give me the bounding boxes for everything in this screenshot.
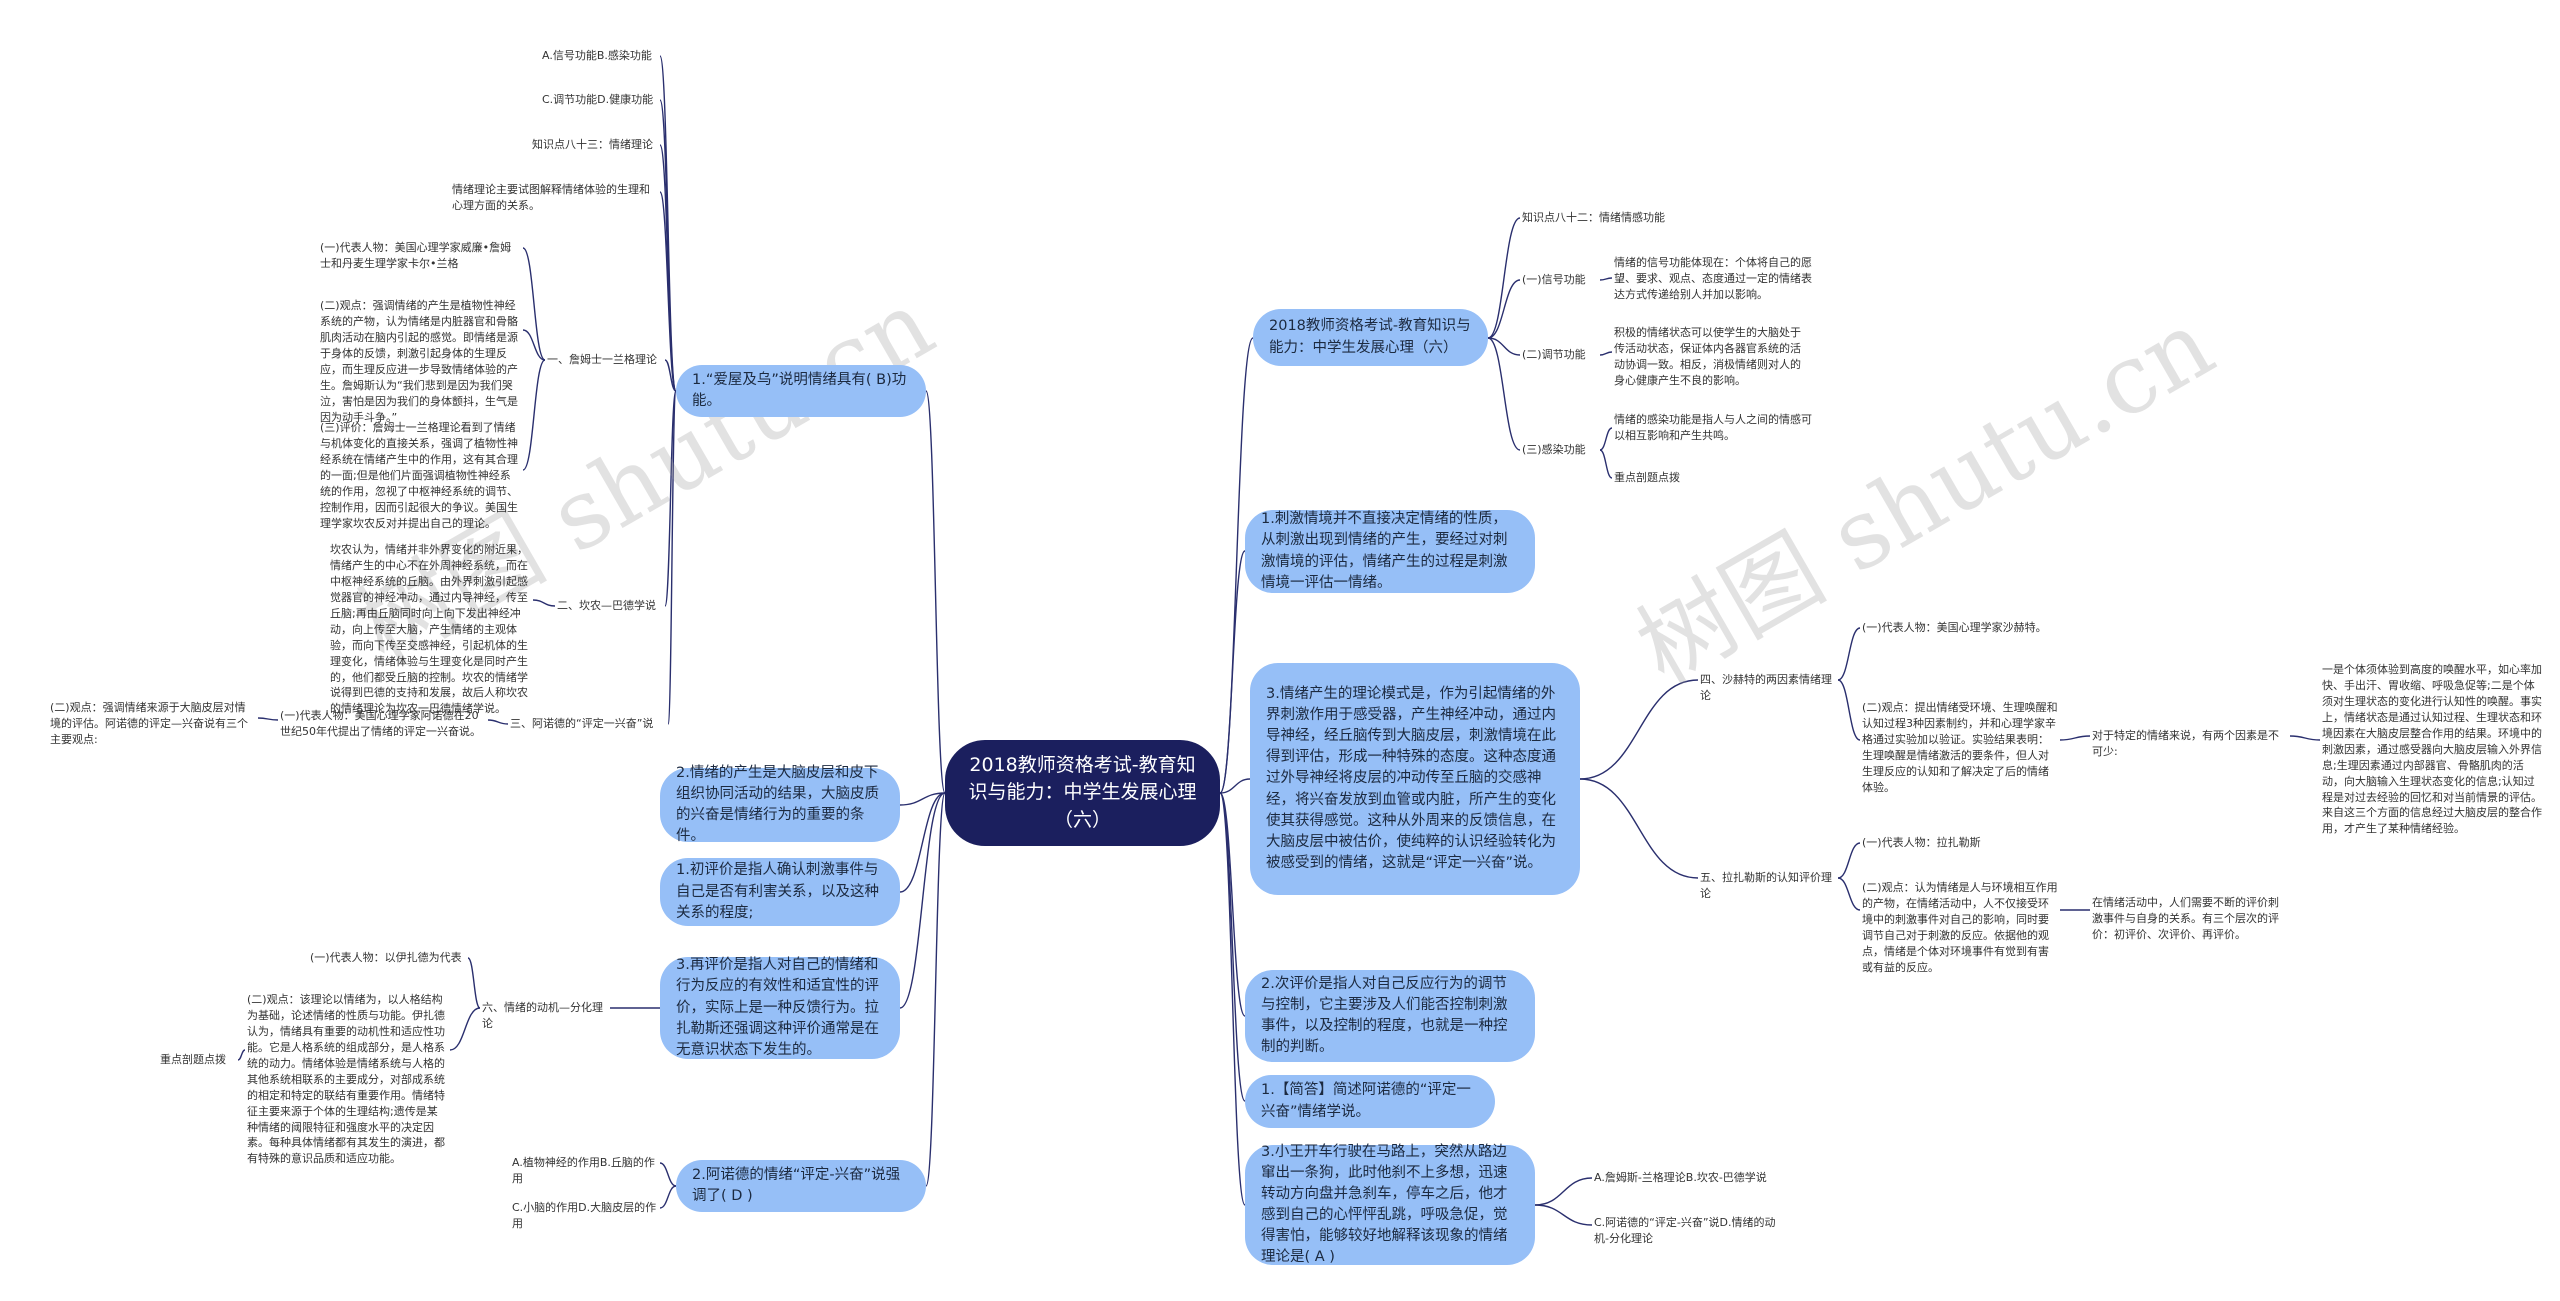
connector-line bbox=[659, 1162, 677, 1187]
connector-line bbox=[659, 99, 677, 392]
leaf-james-lange[interactable]: 一、詹姆士一兰格理论 bbox=[547, 353, 657, 366]
connector-line bbox=[899, 792, 946, 806]
connector-line bbox=[664, 359, 677, 392]
central-topic[interactable]: 2018教师资格考试-教育知识与能力：中学生发展心理（六） bbox=[945, 740, 1220, 846]
leaf-lazarus-theory[interactable]: 五、拉扎勒斯的认知评价理论 bbox=[1700, 871, 1832, 900]
leaf-option-ab-right[interactable]: A.詹姆斯-兰格理论B.坎农-巴德学说 bbox=[1594, 1171, 1767, 1184]
connector-line bbox=[1837, 679, 1861, 741]
leaf-signal-desc[interactable]: 情绪的信号功能体现在：个体将自己的愿望、要求、观点、态度通过一定的情绪表达方式传… bbox=[1614, 256, 1812, 301]
connector-line bbox=[2289, 735, 2321, 741]
connector-line bbox=[1837, 877, 1861, 911]
leaf-schachter-view[interactable]: (二)观点：提出情绪受环境、生理唤醒和认知过程3种因素制约，并和心理学家辛格通过… bbox=[1862, 701, 2058, 794]
topic-question-aiwujiwu[interactable]: 1.“爱屋及乌”说明情绪具有( B)功能。 bbox=[676, 365, 926, 417]
connector-line bbox=[1837, 627, 1861, 681]
leaf-james-lange-view[interactable]: (二)观点：强调情绪的产生是植物性神经系统的产物，认为情绪是内脏器官和骨骼肌肉活… bbox=[320, 299, 518, 424]
leaf-cannon-bard[interactable]: 二、坎农—巴德学说 bbox=[557, 599, 656, 612]
connector-line bbox=[1487, 337, 1521, 451]
connector-line bbox=[2059, 735, 2091, 741]
leaf-izard-view[interactable]: (二)观点：该理论以情绪为，以人格结构为基础，论述情绪的性质与功能。伊扎德认为，… bbox=[247, 993, 445, 1166]
connector-line bbox=[522, 247, 546, 361]
leaf-two-factors-desc[interactable]: 一是个体须体验到高度的唤醒水平，如心率加快、手出汗、胃收缩、呼吸急促等;二是个体… bbox=[2322, 663, 2542, 836]
connector-line bbox=[899, 792, 946, 1009]
leaf-knowledge-83[interactable]: 知识点八十三：情绪理论 bbox=[532, 138, 653, 151]
connector-line bbox=[522, 329, 546, 361]
topic-stimulus-appraisal[interactable]: 1.刺激情境并不直接决定情绪的性质，从刺激出现到情绪的产生，要经过对刺激情境的评… bbox=[1245, 510, 1535, 593]
leaf-theory-intro[interactable]: 情绪理论主要试图解释情绪体验的生理和心理方面的关系。 bbox=[452, 183, 650, 212]
leaf-cannon-bard-desc[interactable]: 坎农认为，情绪并非外界变化的附近果，情绪产生的中心不在外周神经系统，而在中枢神经… bbox=[330, 543, 528, 716]
connector-line bbox=[449, 1007, 481, 1051]
connector-line bbox=[925, 792, 946, 1187]
connector-line bbox=[1219, 792, 1246, 1102]
topic-secondary-appraisal[interactable]: 2.次评价是指人对自己反应行为的调节与控制，它主要涉及人们能否控制刺激事件，以及… bbox=[1245, 970, 1535, 1062]
leaf-option-cd-left[interactable]: C.调节功能D.健康功能 bbox=[542, 93, 654, 106]
topic-emotion-model[interactable]: 3.情绪产生的理论模式是，作为引起情绪的外界刺激作用于感受器，产生神经冲动，通过… bbox=[1250, 663, 1580, 895]
connector-line bbox=[1599, 427, 1613, 451]
connector-line bbox=[1534, 1177, 1593, 1206]
topic-question-arnold[interactable]: 2.阿诺德的情绪“评定-兴奋”说强调了( D ) bbox=[676, 1160, 926, 1212]
topic-cortex-subcortex[interactable]: 2.情绪的产生是大脑皮层和皮下组织协同活动的结果，大脑皮质的兴奋是情绪行为的重要… bbox=[660, 765, 900, 844]
topic-reappraisal[interactable]: 3.再评价是指人对自己的情绪和行为反应的有效性和适宜性的评价，实际上是一种反馈行… bbox=[660, 957, 900, 1059]
leaf-two-factors[interactable]: 对于特定的情绪来说，有两个因素是不可少: bbox=[2092, 729, 2279, 758]
leaf-schachter-theory[interactable]: 四、沙赫特的两因素情绪理论 bbox=[1700, 673, 1832, 702]
leaf-schachter-rep[interactable]: (一)代表人物：美国心理学家沙赫特。 bbox=[1862, 621, 2047, 634]
leaf-regulate-function[interactable]: (二)调节功能 bbox=[1522, 348, 1586, 361]
connector-line bbox=[899, 792, 946, 893]
leaf-regulate-desc[interactable]: 积极的情绪状态可以使学生的大脑处于传活动状态，保证体内各器官系统的活动协调一致。… bbox=[1614, 326, 1801, 387]
leaf-key-tips-right[interactable]: 重点剖题点拨 bbox=[1614, 471, 1680, 484]
connector-line bbox=[1219, 778, 1251, 794]
connector-line bbox=[1487, 337, 1521, 356]
leaf-james-lange-rep[interactable]: (一)代表人物：美国心理学家威廉•詹姆士和丹麦生理学家卡尔•兰格 bbox=[320, 241, 512, 270]
connector-line bbox=[532, 599, 556, 607]
leaf-three-appraisals[interactable]: 在情绪活动中，人们需要不断的评价刺激事件与自身的关系。有三个层次的评价：初评价、… bbox=[2092, 896, 2279, 941]
connector-line bbox=[664, 390, 677, 607]
connector-line bbox=[522, 359, 546, 471]
leaf-izard-rep[interactable]: (一)代表人物：以伊扎德为代表 bbox=[310, 951, 462, 964]
leaf-lazarus-rep[interactable]: (一)代表人物：拉扎勒斯 bbox=[1862, 836, 1981, 849]
connector-line bbox=[1219, 792, 1246, 1206]
leaf-option-ab-left[interactable]: A.信号功能B.感染功能 bbox=[542, 49, 652, 62]
connector-line bbox=[659, 1185, 677, 1209]
leaf-key-tips-left[interactable]: 重点剖题点拨 bbox=[160, 1053, 226, 1066]
connector-line bbox=[487, 719, 509, 725]
connector-line bbox=[237, 1049, 246, 1061]
leaf-infect-desc[interactable]: 情绪的感染功能是指人与人之间的情感可以相互影响和产生共鸣。 bbox=[1614, 413, 1812, 442]
connector-line bbox=[1219, 550, 1246, 794]
topic-short-answer[interactable]: 1.【简答】简述阿诺德的“评定一兴奋”情绪学说。 bbox=[1245, 1075, 1495, 1128]
connector-line bbox=[467, 957, 481, 1009]
topic-question-xiaowang[interactable]: 3.小王开车行驶在马路上，突然从路边窜出一条狗，此时他刹不上多想，迅速转动方向盘… bbox=[1245, 1144, 1535, 1265]
connector-line bbox=[1534, 1204, 1593, 1226]
connector-line bbox=[1219, 792, 1246, 1017]
connector-line bbox=[1579, 778, 1699, 879]
leaf-knowledge-82[interactable]: 知识点八十二：情绪情感功能 bbox=[1522, 211, 1665, 224]
connector-line bbox=[1599, 277, 1613, 281]
leaf-james-lange-eval[interactable]: (三)评价：詹姆士一兰格理论看到了情绪与机体变化的直接关系，强调了植物性神经系统… bbox=[320, 421, 518, 530]
topic-exam-title[interactable]: 2018教师资格考试-教育知识与能力：中学生发展心理（六） bbox=[1253, 309, 1488, 366]
connector-line bbox=[1599, 351, 1613, 356]
connector-line bbox=[1599, 449, 1613, 479]
leaf-izard-theory[interactable]: 六、情绪的动机—分化理论 bbox=[482, 1001, 603, 1030]
connector-line bbox=[1487, 279, 1521, 339]
leaf-option-ab-arnold[interactable]: A.植物神经的作用B.丘脑的作用 bbox=[512, 1156, 655, 1185]
leaf-signal-function[interactable]: (一)信号功能 bbox=[1522, 273, 1586, 286]
connector-line bbox=[659, 191, 677, 392]
leaf-option-cd-right[interactable]: C.阿诺德的“评定-兴奋”说D.情绪的动机-分化理论 bbox=[1594, 1216, 1776, 1245]
topic-primary-appraisal[interactable]: 1.初评价是指人确认刺激事件与自己是否有利害关系，以及这种关系的程度; bbox=[660, 858, 900, 926]
connector-line bbox=[667, 390, 677, 725]
connector-line bbox=[1487, 217, 1521, 339]
leaf-infect-function[interactable]: (三)感染功能 bbox=[1522, 443, 1586, 456]
leaf-arnold-theory[interactable]: 三、阿诺德的“评定一兴奋”说 bbox=[510, 717, 654, 730]
connector-line bbox=[1579, 679, 1699, 780]
leaf-lazarus-view[interactable]: (二)观点：认为情绪是人与环境相互作用的产物，在情绪活动中，人不仅接受环境中的刺… bbox=[1862, 881, 2058, 974]
leaf-arnold-rep[interactable]: (一)代表人物：美国心理学家阿诺德在20世纪50年代提出了情绪的评定一兴奋说。 bbox=[280, 709, 481, 738]
leaf-arnold-view[interactable]: (二)观点：强调情绪来源于大脑皮层对情境的评估。阿诺德的评定—兴奋说有三个主要观… bbox=[50, 701, 248, 746]
connector-line bbox=[1837, 842, 1861, 879]
connector-line bbox=[257, 717, 279, 721]
connector-line bbox=[925, 390, 946, 794]
leaf-option-cd-arnold[interactable]: C.小脑的作用D.大脑皮层的作用 bbox=[512, 1201, 657, 1230]
